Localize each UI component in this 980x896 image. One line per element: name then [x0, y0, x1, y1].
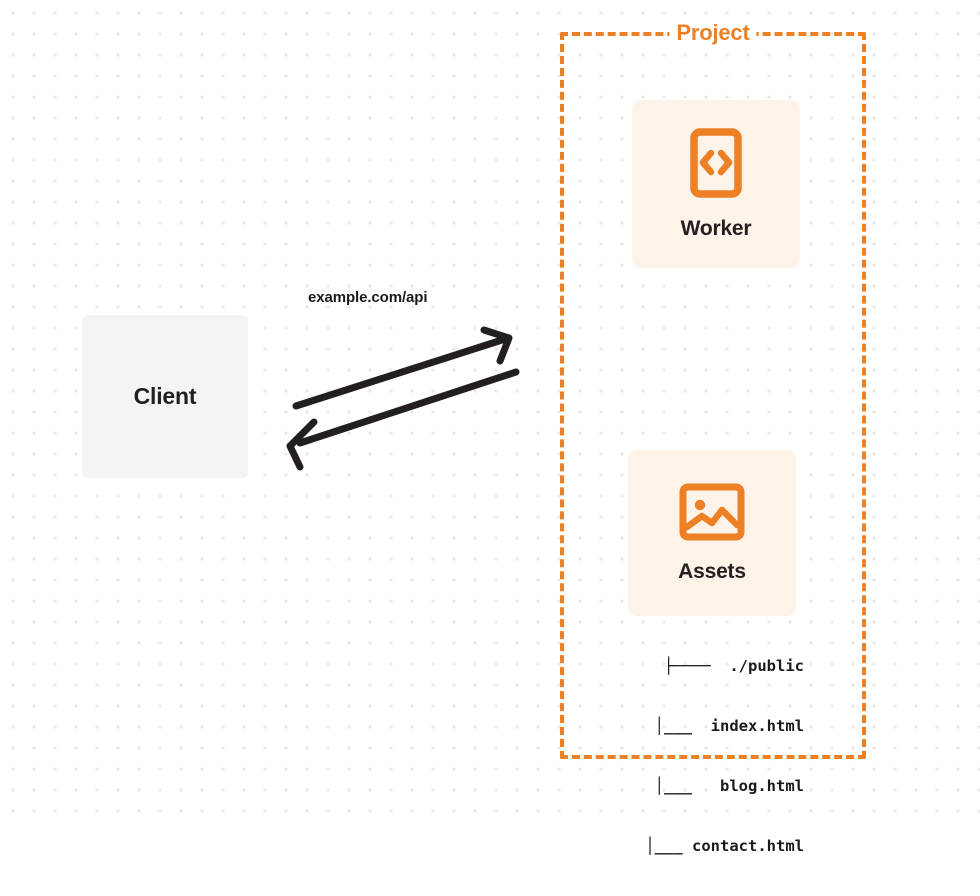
assets-label: Assets: [678, 559, 746, 583]
file-tree-row: ├──── ./public: [664, 657, 804, 675]
file-tree-row: │___ contact.html: [617, 837, 804, 855]
project-title: Project: [669, 20, 757, 46]
worker-node[interactable]: Worker: [632, 100, 800, 268]
file-tree-row: │___ blog.html: [626, 777, 804, 795]
file-tree-row: │___ index.html: [626, 717, 804, 735]
assets-node[interactable]: Assets: [628, 450, 796, 616]
worker-label: Worker: [680, 216, 752, 240]
assets-file-tree: ├──── ./public │___ index.html │___ blog…: [604, 616, 804, 896]
client-label: Client: [133, 383, 197, 409]
image-icon: [679, 483, 745, 546]
edge-label-endpoint: example.com/api: [308, 289, 428, 306]
client-node[interactable]: Client: [82, 315, 248, 478]
project-container: Project: [560, 20, 866, 759]
request-arrow: [292, 326, 513, 410]
code-brackets-icon: [690, 127, 742, 203]
response-arrow: [286, 368, 520, 471]
diagram-canvas: Client example.com/api Project Worker: [0, 0, 980, 855]
